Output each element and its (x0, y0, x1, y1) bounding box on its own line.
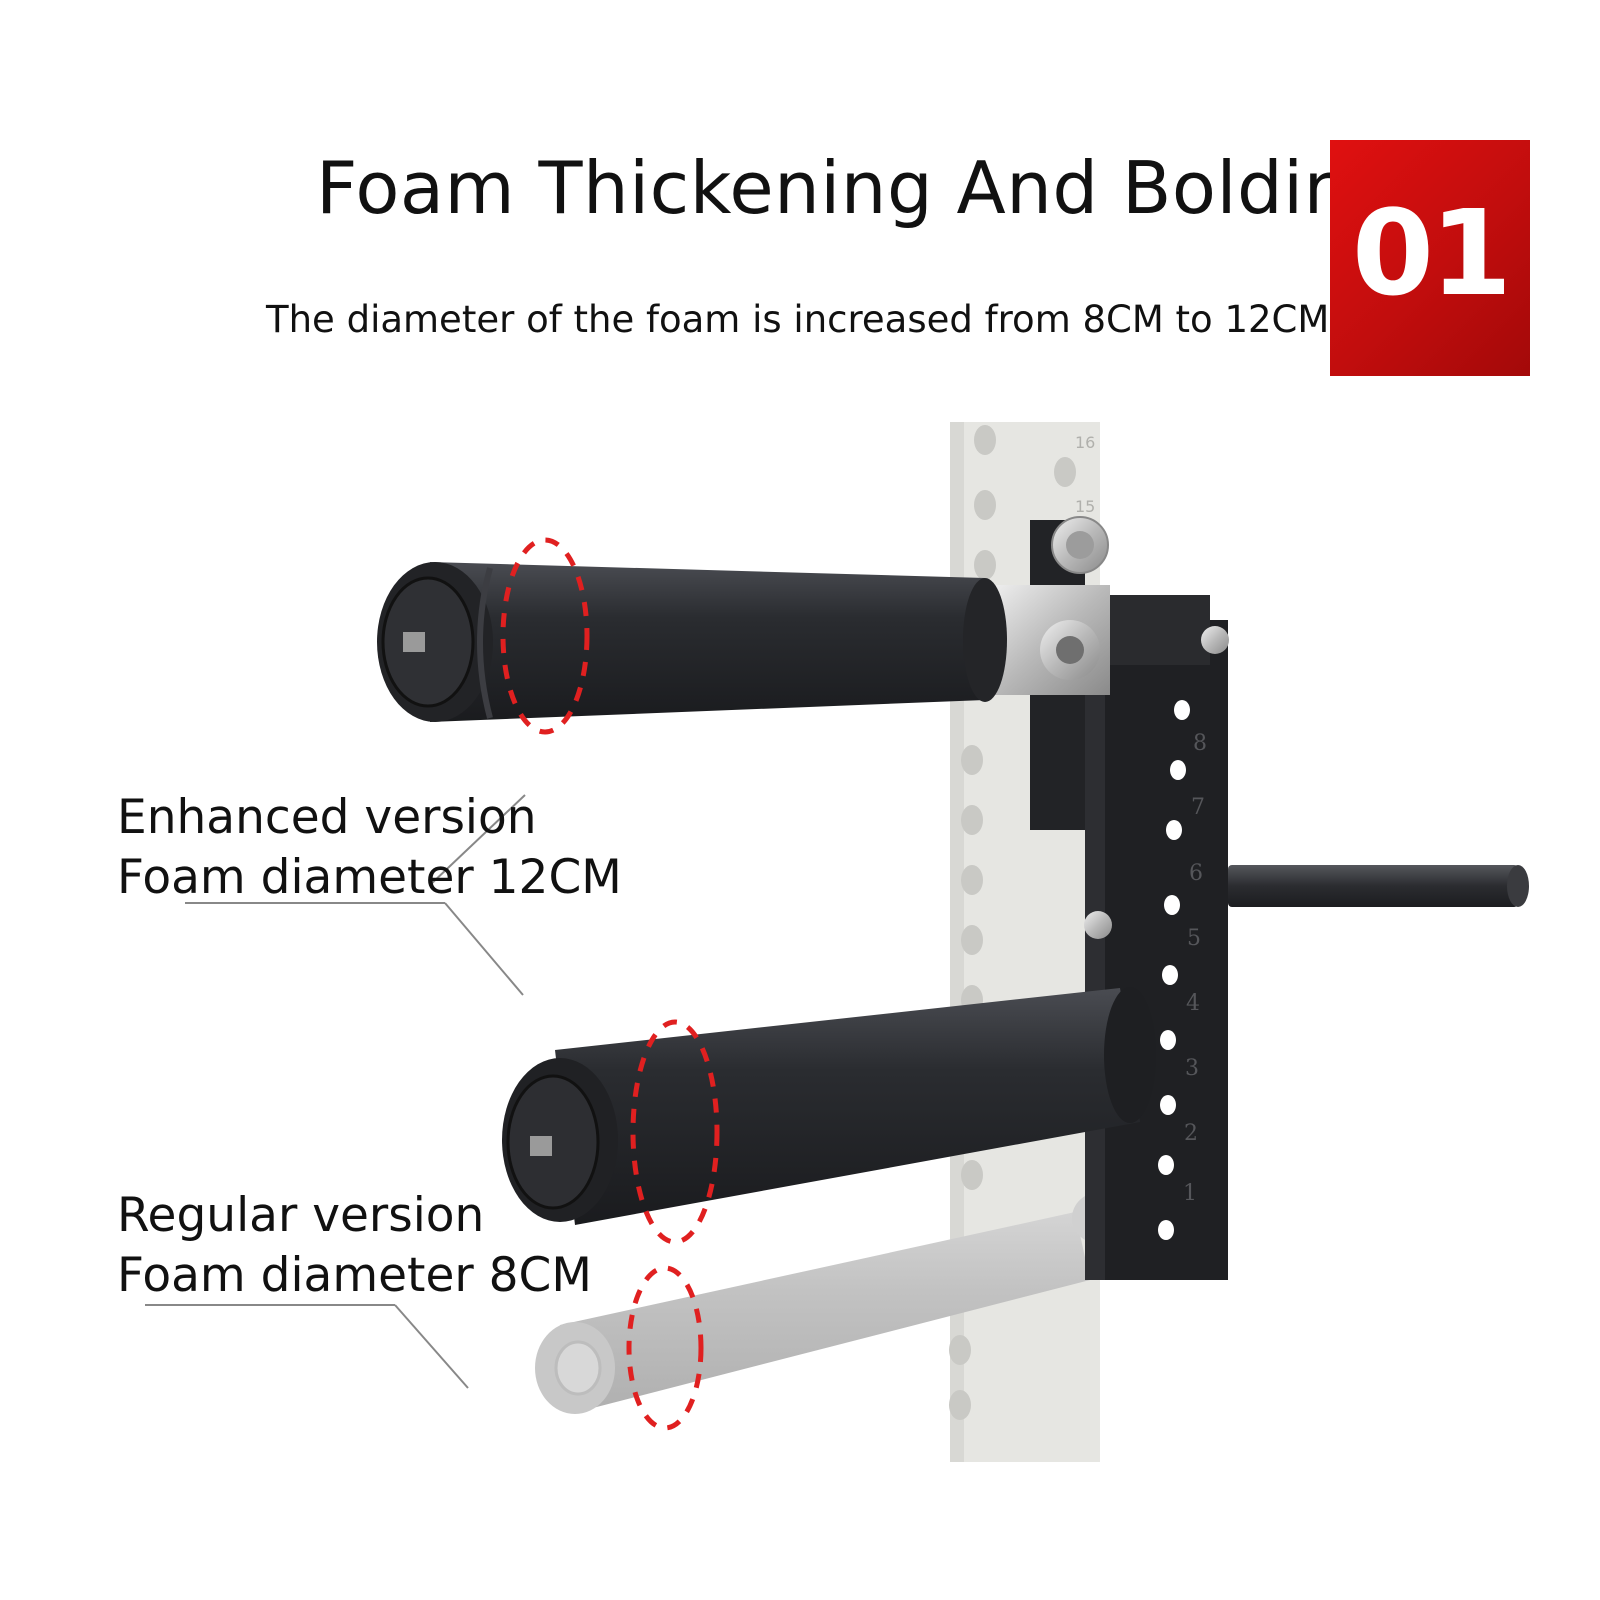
regular-version-diameter: Foam diameter 8CM (117, 1248, 592, 1303)
regular-version-title: Regular version (117, 1188, 485, 1243)
bracket-hole-number: 1 (1183, 1181, 1197, 1206)
diameter-marker (500, 537, 590, 735)
upright-hole-number: 16 (1075, 433, 1095, 452)
enhanced-version-diameter: Foam diameter 12CM (117, 850, 622, 905)
step-badge: 01 (1330, 140, 1530, 376)
enhanced-version-title: Enhanced version (117, 790, 537, 845)
enhanced-foam-roller-top (377, 562, 1007, 722)
callout-lines (145, 794, 526, 1389)
bracket-hole-number: 8 (1193, 731, 1207, 756)
step-badge-number: 01 (1351, 184, 1512, 322)
enhanced-version-callout: Enhanced version Foam diameter 12CM (117, 788, 622, 908)
regular-version-callout: Regular version Foam diameter 8CM (117, 1186, 592, 1306)
diameter-marker (626, 1265, 704, 1431)
enhanced-foam-roller-bottom (502, 987, 1156, 1225)
bracket-hole-number: 3 (1185, 1056, 1199, 1081)
bracket-hole-number: 4 (1186, 991, 1200, 1016)
upright-hole-number: 15 (1075, 497, 1095, 516)
side-bar (1228, 865, 1529, 907)
bracket-hole-number: 2 (1184, 1121, 1198, 1146)
page-title: Foam Thickening And Bolding (316, 146, 1396, 230)
bracket-hole-number: 5 (1187, 926, 1201, 951)
diameter-marker (630, 1019, 720, 1245)
page-subtitle: The diameter of the foam is increased fr… (266, 298, 1330, 341)
bracket-hole-number: 6 (1189, 861, 1203, 886)
bracket-hole-number: 7 (1191, 795, 1205, 820)
diameter-markers (500, 537, 720, 1431)
